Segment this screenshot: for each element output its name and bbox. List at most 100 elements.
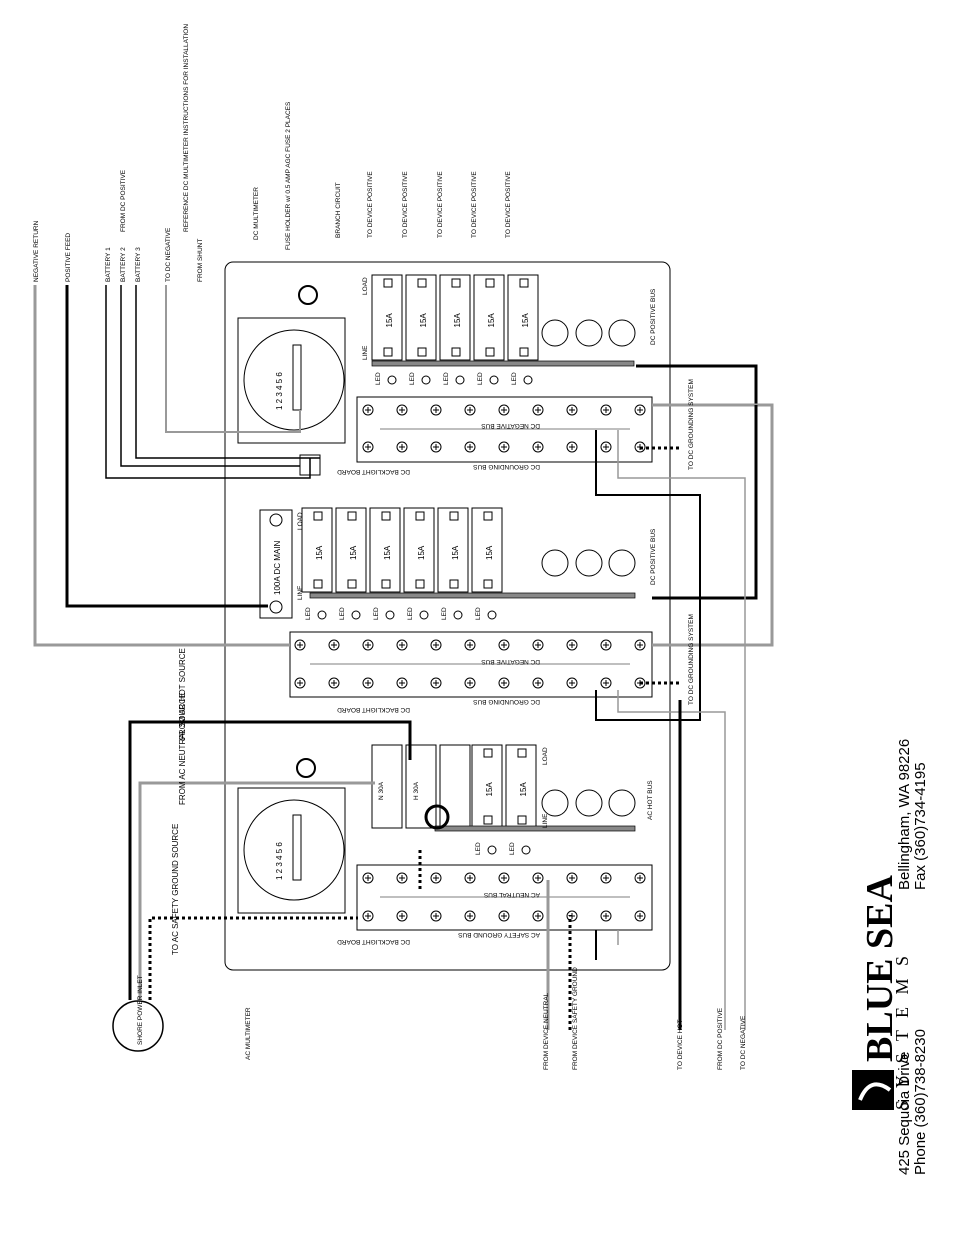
svg-text:LINE: LINE bbox=[297, 585, 304, 600]
svg-text:TO DC GROUNDING SYSTEM: TO DC GROUNDING SYSTEM bbox=[688, 379, 695, 470]
breaker-rating: 15A bbox=[519, 782, 528, 797]
led-label: LED bbox=[441, 607, 448, 620]
label-dc-multimeter: DC MULTIMETER bbox=[253, 187, 260, 240]
address: 425 Sequoia Drive bbox=[896, 1052, 913, 1175]
breaker bbox=[371, 744, 403, 829]
dc-meter-terminal-numbers: 1 2 3 4 5 6 bbox=[275, 372, 284, 410]
led-icon bbox=[351, 610, 361, 620]
svg-text:LOAD: LOAD bbox=[362, 277, 369, 295]
dc-bus-block bbox=[356, 396, 653, 463]
label-battery-1: BATTERY 1 bbox=[105, 247, 112, 282]
svg-text:DC GROUNDING BUS: DC GROUNDING BUS bbox=[473, 698, 540, 705]
breaker-rating: 15A bbox=[315, 545, 324, 560]
svg-text:DC GROUNDING BUS: DC GROUNDING BUS bbox=[473, 463, 540, 470]
led-icon bbox=[387, 375, 397, 385]
svg-text:DC BACKLIGHT BOARD: DC BACKLIGHT BOARD bbox=[337, 938, 410, 945]
panel-outline bbox=[224, 261, 671, 971]
breaker bbox=[437, 507, 469, 593]
ac-meter-terminal-numbers: 1 2 3 4 5 6 bbox=[275, 842, 284, 880]
led-icon bbox=[521, 845, 531, 855]
svg-text:FROM DC POSITIVE: FROM DC POSITIVE bbox=[717, 1007, 724, 1070]
led-label: LED bbox=[407, 607, 414, 620]
label-to-device-positive-1: TO DEVICE POSITIVE bbox=[367, 171, 374, 238]
svg-text:LOAD: LOAD bbox=[542, 747, 549, 765]
breaker-rating: 15A bbox=[419, 313, 428, 328]
breaker bbox=[403, 507, 435, 593]
label-to-device-positive-3: TO DEVICE POSITIVE bbox=[437, 171, 444, 238]
city: Bellingham, WA 98226 bbox=[896, 739, 913, 890]
led-label: LED bbox=[375, 372, 382, 385]
breaker-rating: 15A bbox=[451, 545, 460, 560]
led-icon bbox=[317, 610, 327, 620]
led-icon bbox=[487, 845, 497, 855]
svg-text:H 30A: H 30A bbox=[413, 781, 420, 800]
breaker bbox=[473, 274, 505, 361]
label-fuse-holder: FUSE HOLDER w/ 0.5 AMP AGC FUSE 2 PLACES bbox=[285, 101, 292, 250]
svg-text:TO AC SAFETY GROUND SOURCE: TO AC SAFETY GROUND SOURCE bbox=[171, 824, 180, 955]
led-label: LED bbox=[511, 372, 518, 385]
knockout bbox=[575, 319, 603, 347]
company-block: BLUE SEA S Y S T E M S 425 Sequoia Drive… bbox=[852, 739, 929, 1175]
svg-text:LINE: LINE bbox=[542, 813, 549, 828]
svg-text:AC HOT BUS: AC HOT BUS bbox=[647, 780, 654, 820]
knockout bbox=[541, 549, 569, 577]
ac-multimeter-frame bbox=[237, 787, 346, 914]
led-icon bbox=[419, 610, 429, 620]
shore-power-label: SHORE POWER INLET bbox=[137, 975, 144, 1045]
dc-positive-bus-bar bbox=[371, 360, 635, 367]
breaker-rating: 15A bbox=[453, 313, 462, 328]
lower-screws bbox=[362, 872, 646, 922]
led-label: LED bbox=[509, 842, 516, 855]
led-icon bbox=[487, 610, 497, 620]
led-label: LED bbox=[475, 607, 482, 620]
led-icon bbox=[523, 375, 533, 385]
breaker-rating: 15A bbox=[417, 545, 426, 560]
knockout bbox=[608, 549, 636, 577]
dc-multimeter-dial bbox=[243, 329, 345, 431]
svg-text:DC BACKLIGHT BOARD: DC BACKLIGHT BOARD bbox=[337, 468, 410, 475]
svg-text:DC NEGATIVE BUS: DC NEGATIVE BUS bbox=[481, 658, 540, 665]
breaker-rating: 15A bbox=[485, 545, 494, 560]
led-label: LED bbox=[443, 372, 450, 385]
breaker bbox=[301, 507, 333, 593]
label-from-dc-positive: FROM DC POSITIVE bbox=[120, 169, 127, 232]
ac-bus-block bbox=[356, 864, 653, 931]
knockout bbox=[575, 789, 603, 817]
svg-text:FROM AC NEUTRAL SOURCE: FROM AC NEUTRAL SOURCE bbox=[178, 693, 187, 805]
dc-meter-terminals bbox=[292, 344, 302, 411]
label-negative-return: NEGATIVE RETURN bbox=[33, 220, 40, 282]
svg-text:DC BACKLIGHT BOARD: DC BACKLIGHT BOARD bbox=[337, 706, 410, 713]
fuse-holder-upper bbox=[298, 285, 318, 305]
label-to-device-positive-4: TO DEVICE POSITIVE bbox=[471, 171, 478, 238]
breaker bbox=[369, 507, 401, 593]
upper-screws bbox=[362, 404, 646, 453]
label-battery-3: BATTERY 3 bbox=[135, 247, 142, 282]
label-to-dc-negative: TO DC NEGATIVE bbox=[165, 227, 172, 282]
knockout bbox=[608, 789, 636, 817]
knockout bbox=[541, 319, 569, 347]
label-reference: REFERENCE DC MULTIMETER INSTRUCTIONS FOR… bbox=[183, 24, 190, 232]
breaker-rating: 15A bbox=[487, 313, 496, 328]
dc-main-breaker bbox=[259, 509, 293, 619]
middle-screws bbox=[294, 639, 646, 689]
breaker bbox=[371, 274, 403, 361]
led-label: LED bbox=[475, 842, 482, 855]
svg-text:FROM DEVICE NEUTRAL: FROM DEVICE NEUTRAL bbox=[543, 992, 550, 1070]
breaker-rating: 15A bbox=[349, 545, 358, 560]
led-label: LED bbox=[477, 372, 484, 385]
label-from-shunt: FROM SHUNT bbox=[197, 239, 204, 282]
breaker bbox=[507, 274, 539, 361]
svg-text:DC POSITIVE BUS: DC POSITIVE BUS bbox=[650, 528, 657, 585]
led-icon bbox=[455, 375, 465, 385]
svg-text:TO DC GROUNDING SYSTEM: TO DC GROUNDING SYSTEM bbox=[688, 614, 695, 705]
dc-bus-block bbox=[289, 631, 653, 698]
label-positive-feed: POSITIVE FEED bbox=[65, 233, 72, 282]
svg-text:N 30A: N 30A bbox=[378, 781, 385, 800]
knockout bbox=[575, 549, 603, 577]
